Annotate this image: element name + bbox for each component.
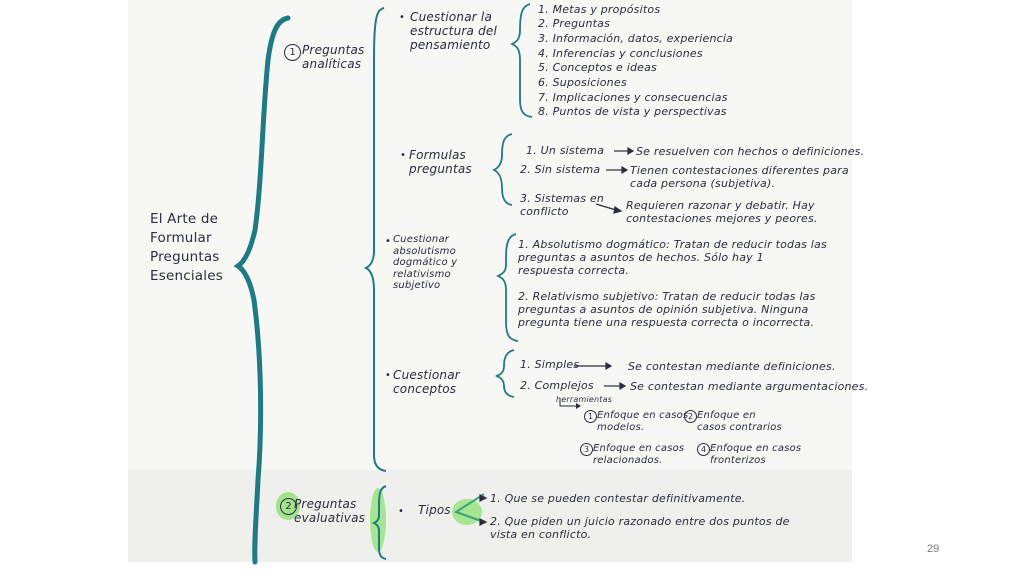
group2-term: 3. Sistemas en conflicto xyxy=(520,192,605,218)
group1-item: 3. Información, datos, experiencia xyxy=(538,32,734,45)
tool-number: 3 xyxy=(580,443,593,456)
tool-number: 2 xyxy=(684,410,697,423)
group1-label: Cuestionar la estructura del pensamiento xyxy=(410,10,498,52)
section1-brace xyxy=(363,7,387,472)
group1-item: 1. Metas y propósitos xyxy=(538,3,661,16)
group2-desc: Requieren razonar y debatir. Hay contest… xyxy=(626,199,818,225)
group4-label: Cuestionar conceptos xyxy=(393,368,460,396)
group2-label: Formulas preguntas xyxy=(409,148,472,176)
group2-bullet: • xyxy=(400,150,406,161)
group2-arrows xyxy=(595,146,635,214)
tool-text: Enfoque en casos contrarios xyxy=(697,410,782,433)
tool-text: Enfoque en casos relacionados. xyxy=(593,443,685,466)
tipos-bullet: • xyxy=(398,506,404,517)
section2-item: 1. Que se pueden contestar definitivamen… xyxy=(490,492,746,505)
tipos-label: Tipos xyxy=(418,503,451,517)
section1-number: 1 xyxy=(284,44,301,61)
group1-item: 4. Inferencias y conclusiones xyxy=(538,47,703,60)
group1-item: 6. Suposiciones xyxy=(538,76,627,89)
tipos-arrows xyxy=(479,494,488,526)
group1-bullet: • xyxy=(399,12,405,23)
group3-brace xyxy=(495,233,519,342)
group4-desc: Se contestan mediante argumentaciones. xyxy=(630,380,869,393)
group3-bullet: • xyxy=(385,236,391,247)
tools-label: herramientas xyxy=(556,395,613,404)
group1-item: 2. Preguntas xyxy=(538,17,611,30)
tool-number: 1 xyxy=(584,410,597,423)
section2-brace xyxy=(371,485,387,560)
group2-desc: Se resuelven con hechos o definiciones. xyxy=(636,145,865,158)
tool-text: Enfoque en casos modelos. xyxy=(597,410,689,433)
page-lower-band xyxy=(128,470,852,562)
group4-bullet: • xyxy=(385,370,391,381)
group4-brace xyxy=(495,349,515,398)
group2-term: 1. Un sistema xyxy=(526,144,605,157)
group1-item: 7. Implicaciones y consecuencias xyxy=(538,91,728,104)
group3-label: Cuestionar absolutismo dogmático y relat… xyxy=(393,234,458,291)
group2-desc: Tienen contestaciones diferentes para ca… xyxy=(630,164,849,190)
group2-term: 2. Sin sistema xyxy=(520,163,601,176)
tool-number: 4 xyxy=(697,443,710,456)
group1-brace xyxy=(509,3,533,118)
section2-item: 2. Que piden un juicio razonado entre do… xyxy=(490,515,790,541)
section2-number: 2 xyxy=(280,498,297,515)
group1-item: 8. Puntos de vista y perspectivas xyxy=(538,105,727,118)
tools-connector xyxy=(559,398,576,407)
group2-brace xyxy=(491,133,513,206)
group3-item: 1. Absolutismo dogmático: Tratan de redu… xyxy=(518,238,827,277)
section1-title: Preguntas analíticas xyxy=(302,43,365,71)
group4-arrows xyxy=(574,361,627,391)
group4-term: 2. Complejos xyxy=(520,379,594,392)
main-brace xyxy=(233,15,291,565)
page-number: 29 xyxy=(927,543,940,555)
tipos-brace xyxy=(453,493,485,523)
root-title: El Arte de Formular Preguntas Esenciales xyxy=(150,211,223,284)
group3-item: 2. Relativismo subjetivo: Tratan de redu… xyxy=(518,290,816,329)
tool-text: Enfoque en casos fronterizos xyxy=(710,443,802,466)
group4-term: 1. Simples xyxy=(520,358,580,371)
group1-item: 5. Conceptos e ideas xyxy=(538,61,657,74)
section2-title: Preguntas evaluativas xyxy=(294,497,366,525)
group4-desc: Se contestan mediante definiciones. xyxy=(628,360,836,373)
